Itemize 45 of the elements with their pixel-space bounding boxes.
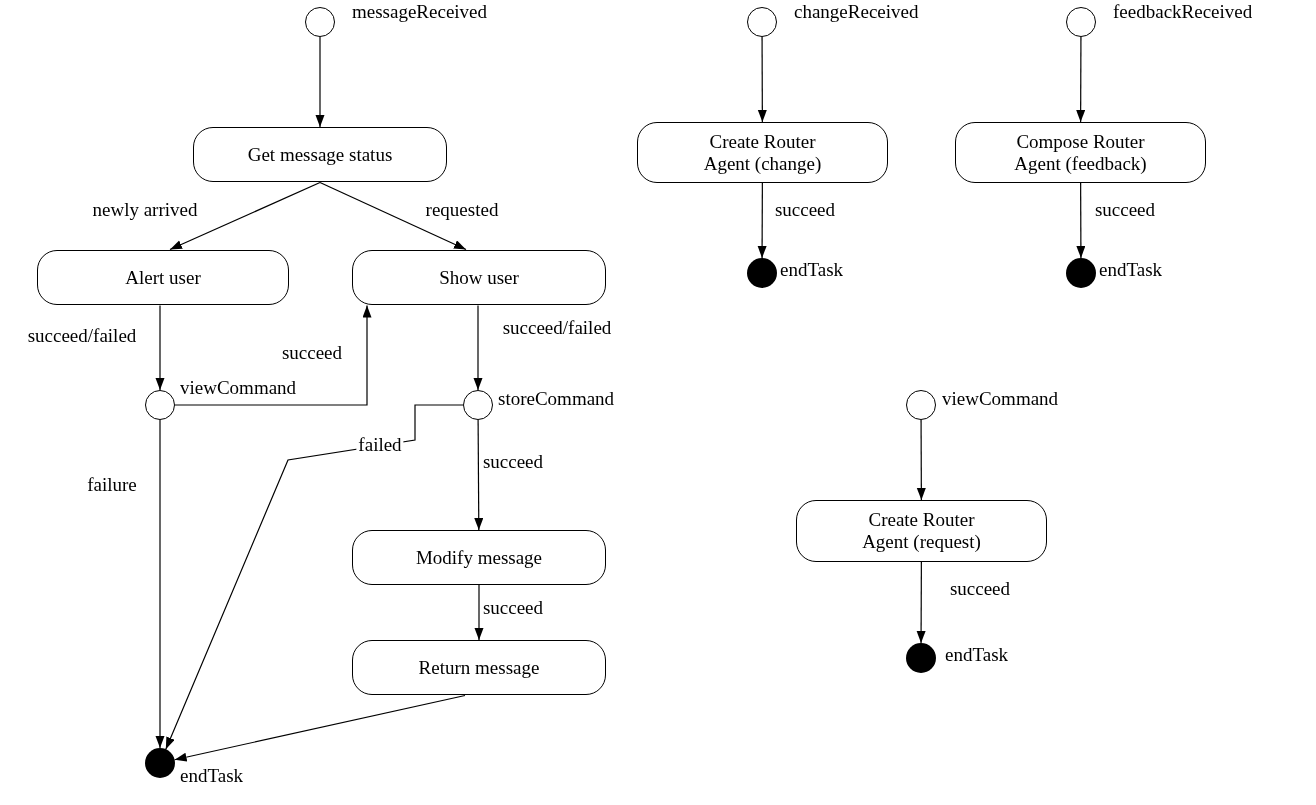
transition-arrow <box>473 304 483 391</box>
state-label: changeReceived <box>794 1 919 23</box>
state-label: endTask <box>1099 259 1163 281</box>
initial-state-circle <box>1066 7 1096 37</box>
final-state-dot <box>145 748 175 778</box>
transition-arrow <box>155 419 165 749</box>
state-label: messageReceived <box>352 1 488 23</box>
final-state-dot <box>747 258 777 288</box>
state-label: feedbackReceived <box>1113 1 1253 23</box>
state-label: viewCommand <box>942 388 1059 410</box>
transition-arrow <box>165 404 464 750</box>
initial-state-circle <box>906 390 936 420</box>
state-label: storeCommand <box>498 388 615 410</box>
state-label: endTask <box>180 765 244 787</box>
transition-arrow <box>319 181 467 251</box>
state-box: Show user <box>352 250 606 305</box>
state-box: Alert user <box>37 250 289 305</box>
final-state-dot <box>906 643 936 673</box>
transition-arrow <box>155 304 165 391</box>
state-box: Get message status <box>193 127 447 182</box>
transition-arrow <box>169 181 321 251</box>
transition-arrow <box>757 36 767 123</box>
state-box: Create Router Agent (request) <box>796 500 1047 562</box>
transition-arrow <box>474 584 484 641</box>
transition-arrow <box>174 694 466 762</box>
transition-arrow <box>1076 36 1086 123</box>
transition-arrow <box>174 304 372 406</box>
initial-state-circle <box>145 390 175 420</box>
state-box: Modify message <box>352 530 606 585</box>
initial-state-circle <box>747 7 777 37</box>
transition-arrow <box>315 36 325 128</box>
state-box: Compose Router Agent (feedback) <box>955 122 1206 183</box>
transition-arrow <box>916 561 926 644</box>
transition-arrow <box>1076 182 1086 259</box>
initial-state-circle <box>463 390 493 420</box>
state-box: Return message <box>352 640 606 695</box>
state-label: endTask <box>780 259 844 281</box>
state-label: endTask <box>945 644 1009 666</box>
initial-state-circle <box>305 7 335 37</box>
transition-arrow <box>916 419 926 501</box>
transition-arrow <box>757 182 767 259</box>
state-label: viewCommand <box>180 377 297 399</box>
final-state-dot <box>1066 258 1096 288</box>
transition-arrow <box>474 419 484 531</box>
state-box: Create Router Agent (change) <box>637 122 888 183</box>
